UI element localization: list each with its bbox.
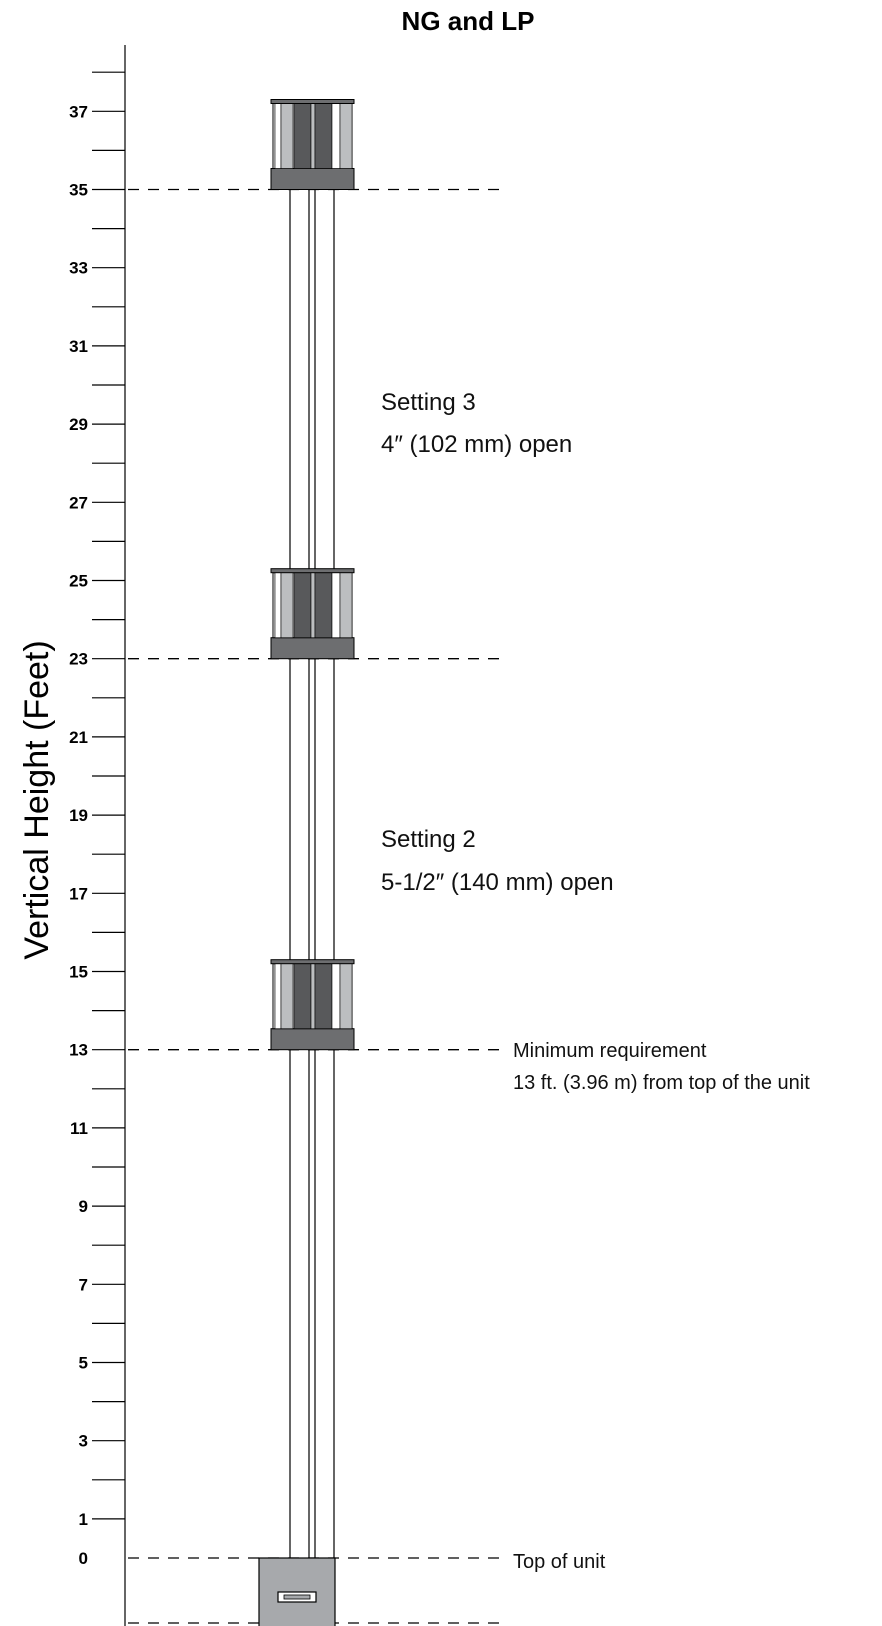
vent-pipe bbox=[289, 185, 335, 1558]
cap-collar bbox=[270, 168, 355, 190]
cap-louver-strip bbox=[293, 963, 312, 1030]
cap-louver-strip bbox=[293, 103, 312, 169]
diagram-title: NG and LP bbox=[402, 6, 535, 36]
cap-louver-strip bbox=[280, 963, 294, 1030]
cap-louver-strip bbox=[274, 572, 282, 639]
axis-title: Vertical Height (Feet) bbox=[18, 640, 56, 959]
cap-louver-strip bbox=[331, 963, 341, 1030]
cap-louver-strip bbox=[331, 103, 341, 169]
vent-cap bbox=[270, 99, 355, 190]
vent-cap bbox=[270, 959, 355, 1051]
tick-label: 13 bbox=[69, 1041, 88, 1060]
tick-label: 23 bbox=[69, 650, 88, 669]
tick-label: 5 bbox=[79, 1354, 88, 1373]
tick-label: 33 bbox=[69, 259, 88, 278]
tick-label: 21 bbox=[69, 728, 88, 747]
cap-louver-strip bbox=[274, 963, 282, 1030]
cap-top-plate bbox=[270, 959, 355, 965]
tick-label: 27 bbox=[69, 493, 88, 512]
cap-louver-strip bbox=[314, 963, 333, 1030]
unit-vent-slot-inner bbox=[283, 1594, 311, 1600]
unit-box bbox=[258, 1557, 336, 1626]
tick-label: 1 bbox=[79, 1510, 88, 1529]
cap-louver-strip bbox=[339, 963, 353, 1030]
tick-label: 0 bbox=[79, 1549, 88, 1568]
cap-louver-strip bbox=[310, 963, 316, 1030]
cap-top-plate bbox=[270, 568, 355, 574]
cap-louver-strip bbox=[274, 103, 282, 169]
vent-caps bbox=[270, 99, 355, 1051]
cap-louver-strip bbox=[280, 103, 294, 169]
tick-label: 15 bbox=[69, 963, 88, 982]
top-of-unit-label: Top of unit bbox=[513, 1551, 606, 1573]
tick-label: 25 bbox=[69, 572, 88, 591]
minimum-requirement-label: Minimum requirement bbox=[513, 1040, 707, 1062]
tick-label: 17 bbox=[69, 884, 88, 903]
tick-label: 19 bbox=[69, 806, 88, 825]
cap-louver-strip bbox=[280, 572, 294, 639]
cap-louver-strip bbox=[314, 103, 333, 169]
cap-louver-strip bbox=[293, 572, 312, 639]
tick-label: 7 bbox=[79, 1275, 88, 1294]
tick-label: 11 bbox=[70, 1119, 88, 1138]
cap-louver-strip bbox=[310, 103, 316, 169]
tick-label: 35 bbox=[69, 181, 88, 200]
tick-label: 31 bbox=[69, 337, 88, 356]
cap-louver-strip bbox=[339, 572, 353, 639]
setting-3-label: Setting 3 bbox=[381, 389, 476, 416]
cap-top-plate bbox=[270, 99, 355, 104]
cap-louver-strip bbox=[331, 572, 341, 639]
tick-label: 29 bbox=[69, 415, 88, 434]
minimum-requirement-detail: 13 ft. (3.96 m) from top of the unit bbox=[513, 1072, 810, 1094]
cap-louver-strip bbox=[314, 572, 333, 639]
cap-louver-strip bbox=[310, 572, 316, 639]
cap-collar bbox=[270, 1028, 355, 1051]
tick-label: 3 bbox=[79, 1432, 88, 1451]
tick-label: 37 bbox=[69, 102, 88, 121]
setting-2-opening: 5-1/2″ (140 mm) open bbox=[381, 869, 614, 896]
vent-cap bbox=[270, 568, 355, 660]
cap-louver-strip bbox=[339, 103, 353, 169]
setting-3-opening: 4″ (102 mm) open bbox=[381, 431, 572, 458]
cap-collar bbox=[270, 637, 355, 660]
tick-label: 9 bbox=[79, 1197, 88, 1216]
setting-2-label: Setting 2 bbox=[381, 826, 476, 853]
